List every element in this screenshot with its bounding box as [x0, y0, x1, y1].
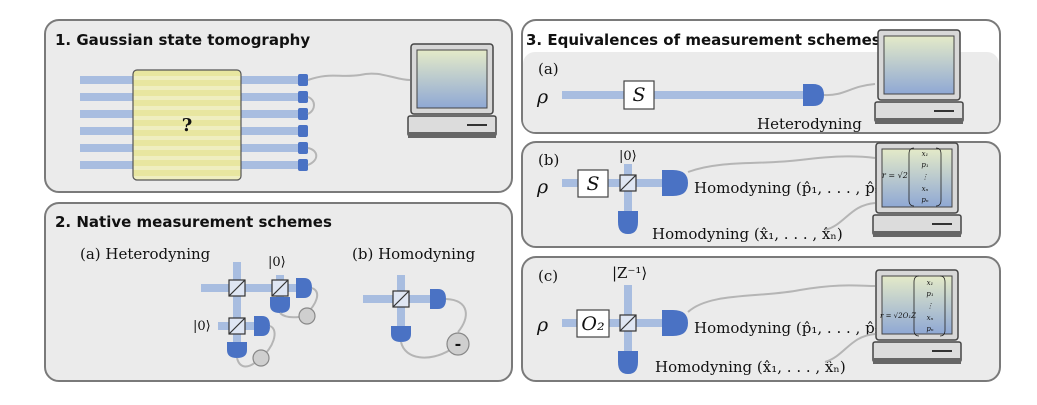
panel1-title: 1. Gaussian state tomography	[55, 31, 310, 49]
scheme-c-vec-1: p₁	[926, 290, 933, 298]
homodyning-subtitle: (b) Homodyning	[352, 245, 476, 263]
scheme-b-homodyne-x: Homodyning (x̂₁, . . . , x̂ₙ)	[652, 225, 843, 243]
panel-gaussian-tomography: 1. Gaussian state tomography ?	[44, 19, 513, 193]
scheme-b-screen-r: r = √2	[882, 171, 908, 180]
scheme-b-gate: S	[586, 173, 599, 195]
computer-icon-a	[874, 29, 964, 125]
detector-array	[298, 74, 308, 171]
ket0-left-label: |0⟩	[193, 319, 211, 334]
scheme-c: (c) ρ O₂ |Z⁻¹⟩ Homodyning (p̂₁, . . . , …	[521, 256, 1001, 382]
scheme-b-vec-3: xₙ	[922, 185, 929, 193]
scheme-c-vec-0: x₁	[927, 279, 934, 287]
unknown-process-box	[132, 69, 242, 181]
heterodyning-subtitle: (a) Heterodyning	[80, 245, 211, 263]
scheme-c-gate: O₂	[581, 313, 604, 335]
scheme-c-homodyne-p: Homodyning (p̂₁, . . . , p̂ₙ)	[694, 319, 887, 337]
panel3-title: 3. Equivalences of measurement schemes	[526, 31, 881, 49]
scheme-b-vec-1: p₁	[921, 161, 928, 169]
scheme-a-label: (a)	[538, 60, 559, 78]
scheme-b-rho: ρ	[536, 176, 549, 198]
heterodyne-network: |0⟩ |0⟩	[193, 255, 319, 368]
scheme-c-homodyne-x: Homodyning (x̂₁, . . . , x̂ₙ)	[655, 358, 846, 376]
scheme-a-gate: S	[632, 84, 645, 106]
scheme-b-vec-0: x₁	[922, 150, 929, 158]
ket0-top-label: |0⟩	[268, 255, 286, 270]
scheme-c-label: (c)	[538, 267, 558, 285]
scheme-c-vec-4: pₙ	[926, 325, 933, 333]
scheme-a-rho: ρ	[536, 86, 549, 108]
scheme-a: (a) ρ S Heterodyning	[521, 19, 1001, 134]
unknown-process-label: ?	[182, 115, 193, 136]
scheme-c-ket: |Z⁻¹⟩	[612, 264, 647, 282]
scheme-b-vec-4: pₙ	[921, 196, 928, 204]
minus-label: -	[455, 334, 462, 353]
scheme-c-rho: ρ	[536, 314, 549, 336]
detector-cables	[307, 72, 411, 166]
computer-icon-b	[872, 142, 962, 238]
scheme-b: (b) ρ S |0⟩ Homodyning (p̂₁, . . . , p̂ₙ…	[521, 141, 1001, 248]
panel-equivalences: 3. Equivalences of measurement schemes (…	[521, 19, 1001, 382]
computer-icon	[407, 43, 497, 139]
panel-native-schemes: 2. Native measurement schemes (a) Hetero…	[44, 202, 513, 382]
scheme-c-vec-3: xₙ	[927, 314, 934, 322]
panel2-title: 2. Native measurement schemes	[55, 213, 332, 231]
scheme-b-label: (b)	[538, 151, 559, 169]
scheme-b-vec-2: ⋮	[922, 173, 929, 181]
scheme-b-ket: |0⟩	[619, 149, 637, 164]
scheme-a-caption: Heterodyning	[757, 115, 862, 133]
homodyne-network: -	[363, 275, 470, 359]
scheme-c-vec-2: ⋮	[927, 302, 934, 310]
scheme-c-screen-r: r = √2O₁Z	[880, 312, 916, 320]
scheme-b-homodyne-p: Homodyning (p̂₁, . . . , p̂ₙ)	[694, 179, 887, 197]
